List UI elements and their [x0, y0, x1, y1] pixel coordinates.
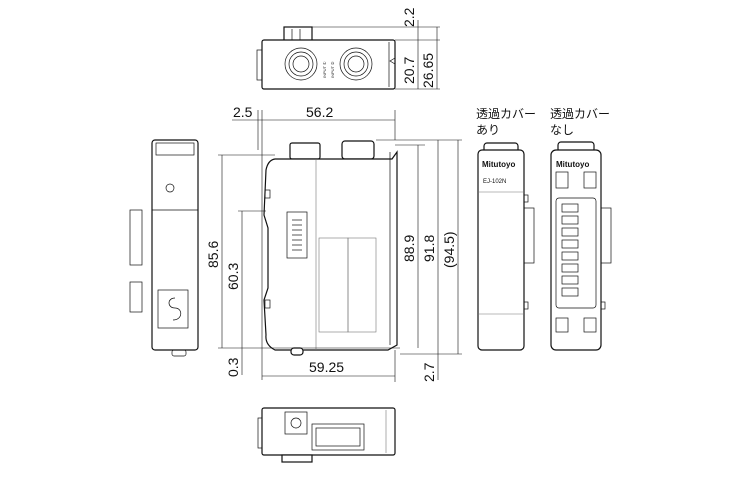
- dim-rail-offset: 2.5: [233, 104, 253, 120]
- brand-logo: Mitutoyo: [482, 160, 515, 169]
- brand-logo-2: Mitutoyo: [556, 160, 589, 169]
- dim-h1: 88.9: [401, 235, 417, 262]
- with-cover-label-1: 透過カバー: [476, 107, 536, 121]
- dim-bottom-offset: 0.3: [225, 357, 241, 377]
- front-view: 2.5 56.2 85.6 60.3 0.3 59.25 88.9 91.8 (…: [205, 104, 462, 382]
- model-label: EJ-102N: [483, 179, 506, 185]
- without-cover-label-1: 透過カバー: [550, 107, 610, 121]
- with-cover-label-2: あり: [476, 123, 500, 137]
- bottom-view: [257, 407, 396, 463]
- dim-height: 85.6: [205, 241, 221, 268]
- dim-top-tab: 2.2: [401, 7, 417, 27]
- front-with-cover: 透過カバー あり Mitutoyo EJ-102N: [476, 107, 536, 351]
- connector-pins: [292, 219, 302, 251]
- dim-rail-height: 60.3: [225, 263, 241, 290]
- without-cover-label-2: なし: [550, 123, 574, 137]
- front-without-cover: 透過カバー なし Mitutoyo: [550, 107, 612, 351]
- dim-top-body: 20.7: [401, 57, 417, 84]
- dim-h2: 91.8: [421, 235, 437, 262]
- input1-label: INPUT ①: [322, 61, 327, 78]
- top-view: INPUT ① INPUT ② 2.2 20.7 26.65: [256, 7, 440, 90]
- input2-label: INPUT ②: [330, 61, 335, 78]
- dim-top-total: 26.65: [420, 53, 436, 88]
- dim-bottom-right: 2.7: [421, 362, 437, 382]
- side-view: [129, 139, 199, 357]
- dim-total-depth: 59.25: [309, 359, 344, 375]
- dim-depth: 56.2: [306, 104, 333, 120]
- led-indicators: [561, 203, 579, 297]
- dim-h3: (94.5): [441, 231, 457, 268]
